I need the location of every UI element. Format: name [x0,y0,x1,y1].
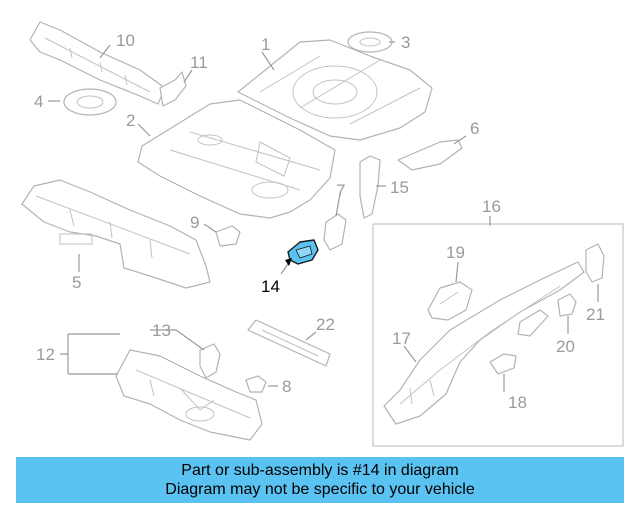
banner-line-disclaimer: Diagram may not be specific to your vehi… [165,481,475,498]
part-12-shape [115,349,263,441]
callout-18: 18 [508,393,527,412]
callout-20: 20 [556,337,575,356]
callout-7: 7 [336,181,345,200]
part-20-shape [557,293,577,317]
leader-lines [48,41,599,392]
part-2-shape [137,99,336,219]
callout-19: 19 [446,243,465,262]
callout-15: 15 [390,178,409,197]
part-16-group-box [372,223,624,447]
part-18-shape [489,309,549,375]
callout-2: 2 [126,111,135,130]
callout-12: 12 [36,345,55,364]
callout-10: 10 [116,31,135,50]
callout-13: 13 [152,321,171,340]
callout-4: 4 [34,92,43,111]
part-13-shape [199,343,221,379]
part-5-shape [21,179,211,289]
part-9-shape [215,225,241,247]
callout-9: 9 [190,213,199,232]
callout-11: 11 [190,53,208,72]
callout-6: 6 [470,119,479,138]
part-4-shape [63,88,117,116]
part-1-shape [237,39,433,141]
part-15-shape [359,155,381,219]
callout-22: 22 [316,315,335,334]
callout-21: 21 [586,305,605,324]
callout-3: 3 [401,33,410,52]
banner-line-part-number: Part or sub-assembly is #14 in diagram [181,462,459,479]
callout-16: 16 [482,197,501,216]
callout-17: 17 [392,329,411,348]
part-8-shape [245,375,267,393]
part-22-shape [247,319,331,367]
part-6-shape [397,139,463,171]
callout-5: 5 [72,273,81,292]
part-7-shape [323,213,347,251]
info-banner: Part or sub-assembly is #14 in diagram D… [16,457,624,503]
part-3-shape [347,31,393,53]
part-19-shape [427,281,473,321]
part-11-shape [159,71,187,107]
callout-14: 14 [261,277,280,296]
part-14-highlighted-bracket [287,239,319,265]
part-17-shape [383,261,585,425]
part-21-shape [585,243,605,283]
callout-8: 8 [282,377,291,396]
callout-1: 1 [261,35,270,54]
